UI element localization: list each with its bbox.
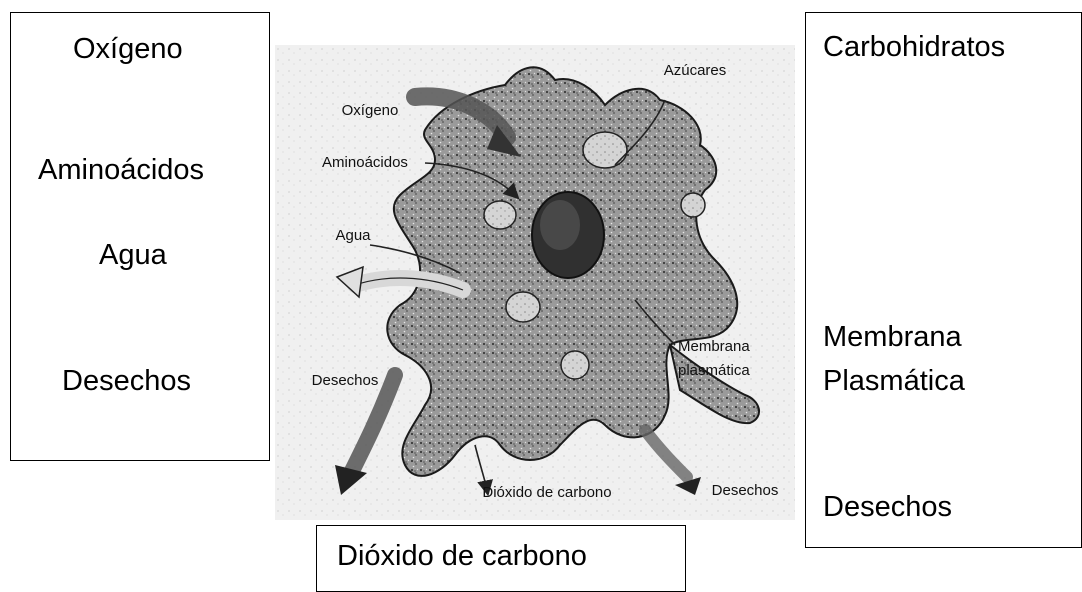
label-membrane-line2: Plasmática bbox=[823, 365, 965, 398]
vacuole bbox=[506, 292, 540, 322]
label-carbon-dioxide: Dióxido de carbono bbox=[337, 540, 587, 573]
img-label-membrane-1: Membrana bbox=[678, 338, 750, 355]
label-waste-right: Desechos bbox=[823, 491, 952, 524]
cell-diagram: Oxígeno Azúcares Aminoácidos Agua Membra… bbox=[275, 45, 795, 520]
label-waste-left: Desechos bbox=[62, 365, 191, 398]
vacuole bbox=[681, 193, 705, 217]
bottom-label-box: Dióxido de carbono bbox=[316, 525, 686, 592]
label-oxygen: Oxígeno bbox=[73, 33, 183, 66]
left-label-box: Oxígeno Aminoácidos Agua Desechos bbox=[10, 12, 270, 461]
nucleus-highlight bbox=[540, 200, 580, 250]
vacuole bbox=[561, 351, 589, 379]
label-water: Agua bbox=[99, 239, 167, 272]
img-label-oxygen: Oxígeno bbox=[342, 102, 399, 119]
vacuole bbox=[484, 201, 516, 229]
img-label-amino-acids: Aminoácidos bbox=[322, 154, 408, 171]
img-label-water: Agua bbox=[335, 227, 371, 244]
label-membrane-line1: Membrana bbox=[823, 321, 962, 354]
label-carbohydrates: Carbohidratos bbox=[823, 31, 1005, 64]
label-amino-acids: Aminoácidos bbox=[38, 154, 204, 187]
img-label-membrane-2: plasmática bbox=[678, 362, 750, 379]
right-label-box: Carbohidratos Membrana Plasmática Desech… bbox=[805, 12, 1082, 548]
img-label-waste-left: Desechos bbox=[312, 372, 379, 389]
img-label-waste-right: Desechos bbox=[712, 482, 779, 499]
img-label-co2: Dióxido de carbono bbox=[482, 484, 611, 501]
img-label-sugars: Azúcares bbox=[664, 62, 727, 79]
vacuole bbox=[583, 132, 627, 168]
